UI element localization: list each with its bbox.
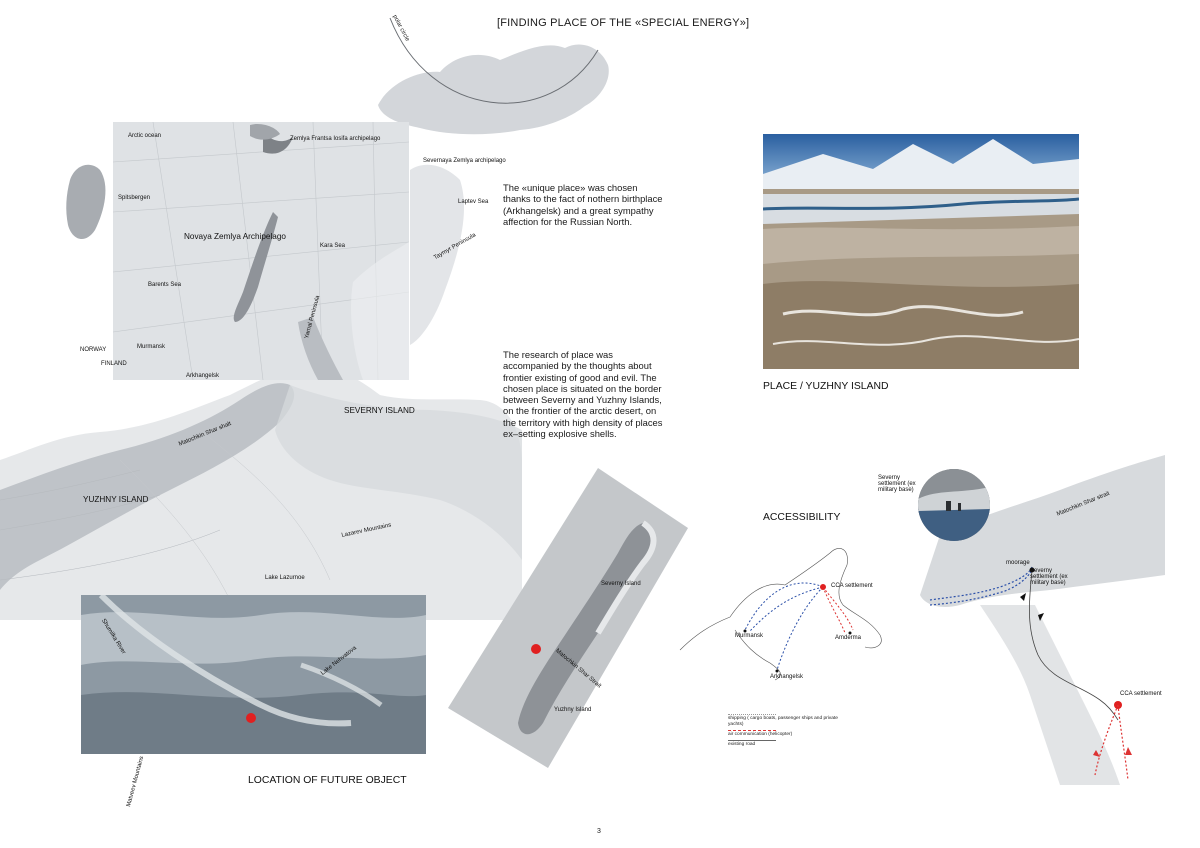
severnaya-zemlya-label: Severnaya Zemlya archipelago	[423, 158, 506, 164]
sat-yuzhny-label: Yuzhny Island	[554, 707, 592, 713]
norway-label: NORWAY	[80, 347, 107, 353]
severny-island-label: SEVERNY ISLAND	[344, 406, 415, 415]
russia-silhouette: polar circle	[378, 14, 609, 135]
place-photo	[763, 134, 1079, 369]
laptev-sea-label: Laptev Sea	[458, 199, 489, 205]
location-photo	[81, 595, 426, 754]
place-caption: PLACE / YUZHNY ISLAND	[763, 381, 889, 392]
severny-settlement-photo	[918, 469, 990, 541]
legend-air-line	[728, 730, 776, 731]
overview-map	[113, 122, 409, 380]
spitsbergen-label: Spitsbergen	[118, 195, 151, 201]
legend-shipping-line	[728, 714, 776, 715]
mooring-label: moorage	[1006, 560, 1030, 566]
legend-road: existing road	[728, 742, 756, 747]
circle-photo-label: Severny settlement (ex military base)	[878, 475, 916, 493]
detail-cca-label: CCA settlement	[1120, 691, 1162, 697]
acc-cca-label: CCA settlement	[831, 583, 873, 589]
matveev-mountains-label: Matveev Mountains	[126, 755, 146, 808]
detail-severny-settlement-label: Severny settlement (ex military base)	[1030, 568, 1068, 586]
barents-sea-label: Barents Sea	[148, 282, 182, 288]
finland-label: FINLAND	[101, 361, 127, 367]
page-title: [FINDING PLACE OF THE «SPECIAL ENERGY»]	[497, 17, 750, 29]
satellite-island-image	[448, 468, 688, 768]
acc-amderma-label: Amderma	[835, 635, 862, 641]
island-map-background	[0, 364, 522, 620]
intro-text: The «unique place» was chosen thanks to …	[503, 182, 663, 227]
lake-lazurnoe-label: Lake Lazurnoe	[265, 575, 305, 581]
arctic-ocean-label: Arctic ocean	[128, 133, 162, 139]
yuzhny-island-label: YUZHNY ISLAND	[83, 495, 149, 504]
detail-map	[920, 455, 1165, 785]
sat-severny-label: Severny Island	[601, 581, 641, 587]
acc-arkhangelsk-label: Arkhangelsk	[770, 674, 804, 680]
taymyr-landmass	[410, 164, 465, 345]
novaya-zemlya-label: Novaya Zemlya Archipelago	[184, 232, 286, 241]
arkhangelsk-label: Arkhangelsk	[186, 373, 220, 379]
legend-shipping: shipping ( cargo boats, passenger ships …	[728, 716, 838, 727]
acc-murmansk-label: Murmansk	[735, 633, 764, 639]
research-text: The research of place was accompanied by…	[503, 349, 663, 440]
accessibility-schematic	[679, 548, 882, 681]
location-caption: LOCATION OF FUTURE OBJECT	[248, 775, 407, 786]
zemlya-frantsa-landmass	[250, 124, 280, 140]
page-number: 3	[597, 828, 601, 835]
legend-air: air communication (helicopter)	[728, 732, 793, 737]
accessibility-legend: shipping ( cargo boats, passenger ships …	[728, 712, 848, 748]
accessibility-title: ACCESSIBILITY	[763, 512, 841, 523]
zemlya-frantsa-label: Zemlya Frantsa Iosifa archipelago	[290, 136, 381, 142]
murmansk-label: Murmansk	[137, 344, 166, 350]
spitsbergen-landmass	[66, 164, 106, 240]
legend-road-line	[728, 740, 776, 741]
kara-sea-label: Kara Sea	[320, 243, 346, 249]
